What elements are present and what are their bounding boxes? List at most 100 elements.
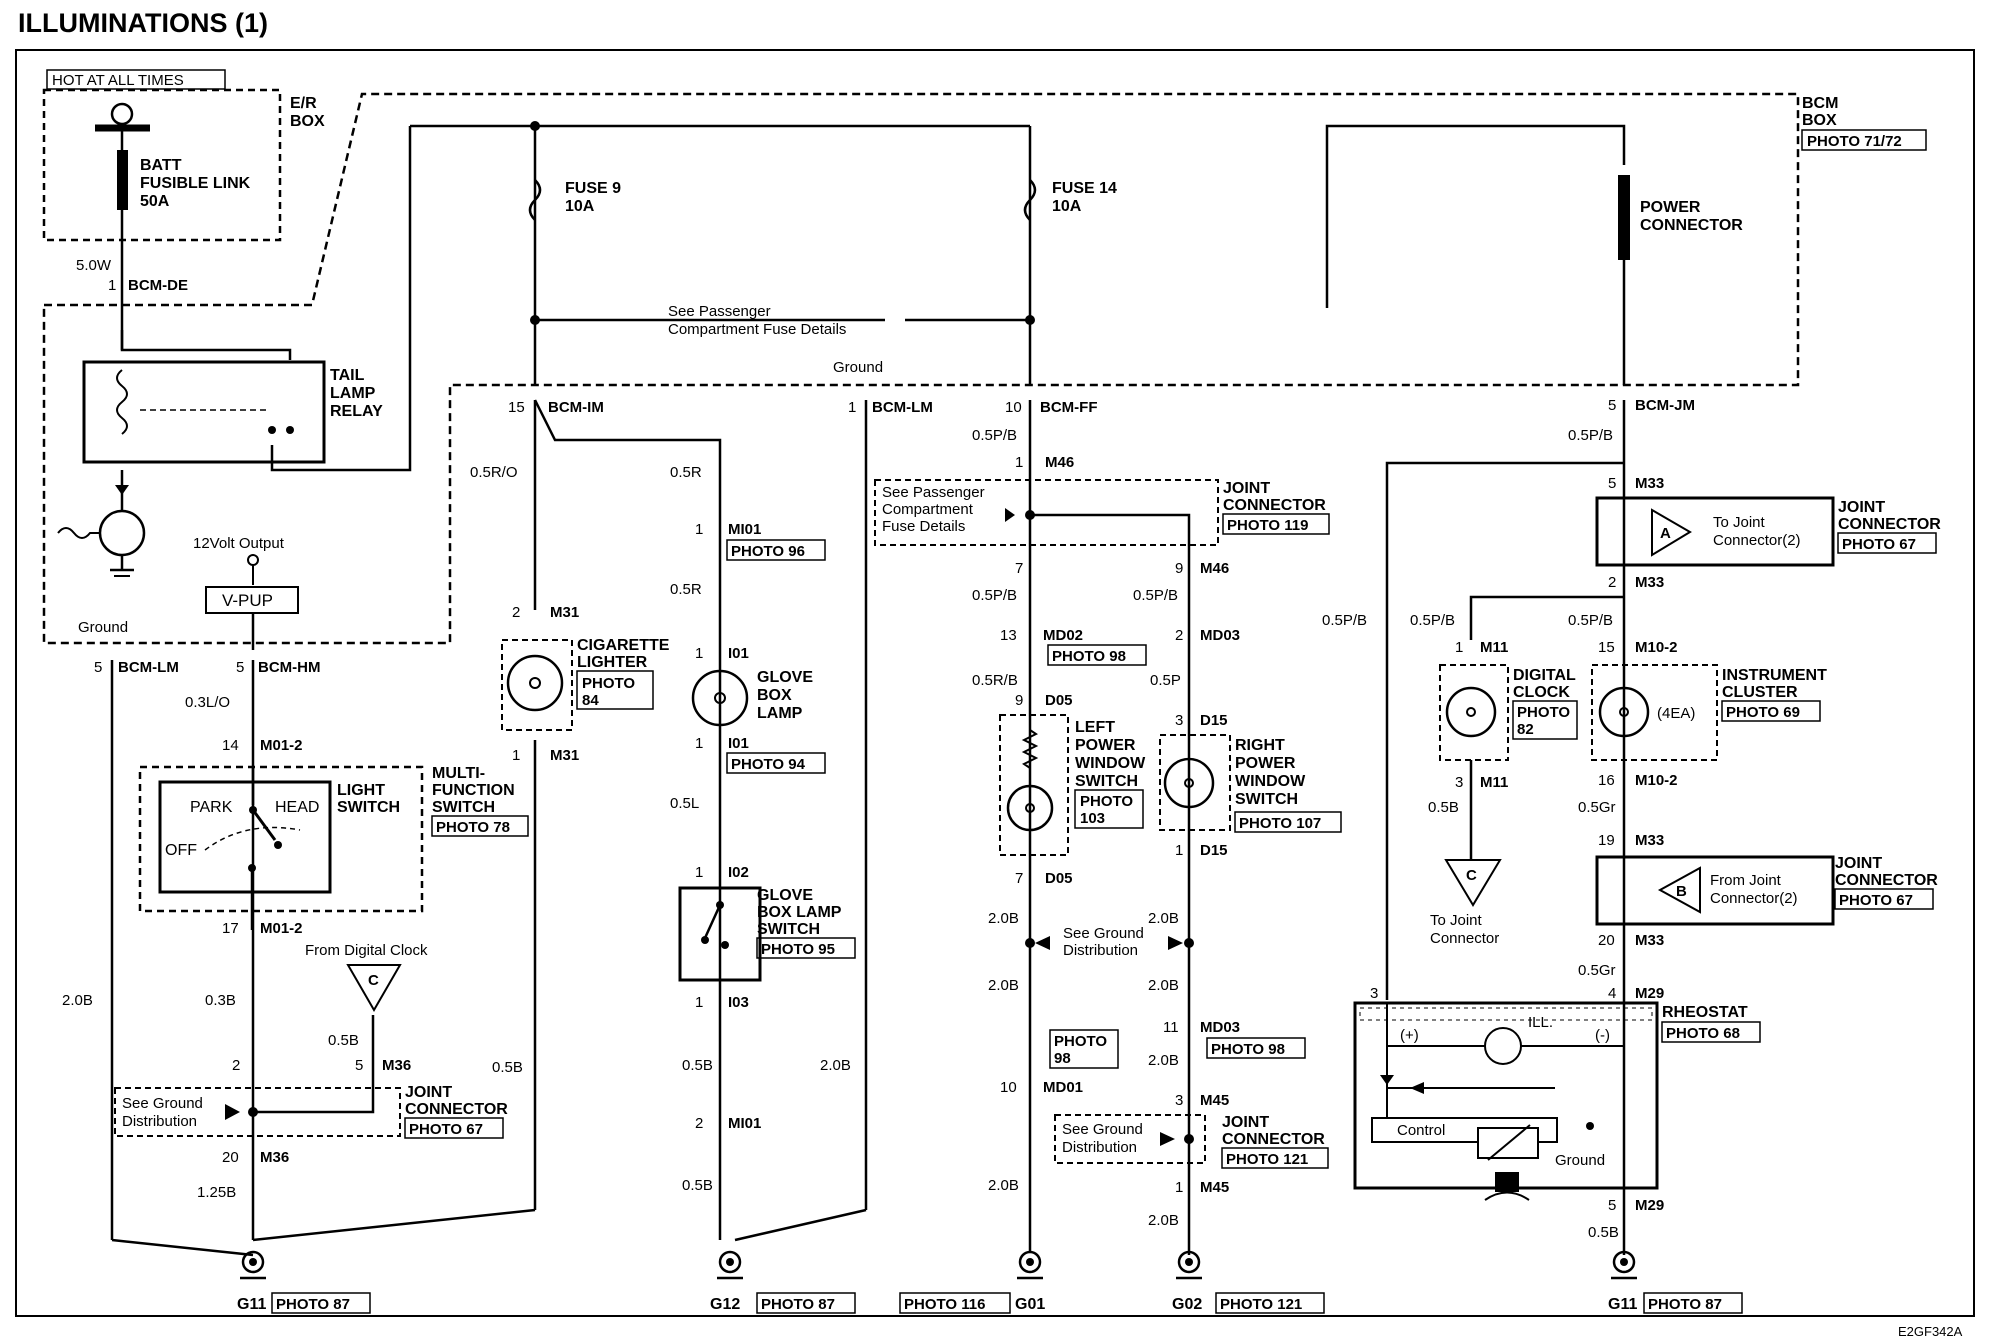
- svg-text:I03: I03: [728, 994, 749, 1011]
- fuse-14: FUSE 14 10A: [1023, 179, 1117, 221]
- svg-text:CONNECTOR: CONNECTOR: [1835, 872, 1938, 889]
- svg-text:0.5R: 0.5R: [670, 581, 702, 598]
- joint-connector-b: [1595, 855, 1835, 926]
- svg-text:5: 5: [94, 659, 102, 676]
- connector-labels: BCM-DE 1 5.0W 15 BCM-IM 1 BCM-LM 10 BCM-…: [62, 257, 1695, 1241]
- svg-text:1: 1: [108, 277, 116, 294]
- svg-text:10: 10: [1000, 1079, 1017, 1096]
- svg-text:BCM-FF: BCM-FF: [1040, 399, 1097, 416]
- svg-text:5: 5: [1608, 397, 1616, 414]
- diagram-title: ILLUMINATIONS (1): [18, 8, 268, 38]
- svg-text:M33: M33: [1635, 932, 1664, 949]
- left-power-window-switch-outline: [999, 714, 1069, 856]
- svg-text:D15: D15: [1200, 712, 1228, 729]
- svg-text:M10-2: M10-2: [1635, 772, 1678, 789]
- svg-text:BOX: BOX: [1802, 112, 1837, 129]
- svg-text:DIGITAL: DIGITAL: [1513, 667, 1576, 684]
- svg-text:20: 20: [1598, 932, 1615, 949]
- svg-text:SWITCH: SWITCH: [1075, 773, 1138, 790]
- svg-text:BCM-LM: BCM-LM: [118, 659, 179, 676]
- svg-text:I02: I02: [728, 864, 749, 881]
- svg-text:1: 1: [695, 735, 703, 752]
- svg-text:82: 82: [1517, 721, 1534, 738]
- svg-text:WINDOW: WINDOW: [1075, 755, 1146, 772]
- svg-text:CLUSTER: CLUSTER: [1722, 684, 1798, 701]
- svg-text:C: C: [368, 972, 379, 989]
- svg-text:11: 11: [1163, 1019, 1179, 1036]
- svg-text:0.5R/B: 0.5R/B: [972, 672, 1018, 689]
- svg-text:MULTI-: MULTI-: [432, 765, 485, 782]
- svg-text:2.0B: 2.0B: [62, 992, 93, 1009]
- svg-text:0.3B: 0.3B: [205, 992, 236, 1009]
- svg-text:RIGHT: RIGHT: [1235, 737, 1285, 754]
- power-connector: POWER CONNECTOR: [1618, 175, 1743, 260]
- svg-text:0.5P/B: 0.5P/B: [1322, 612, 1367, 629]
- svg-text:CONNECTOR: CONNECTOR: [405, 1101, 508, 1118]
- right-power-window-lamp-icon: [1163, 757, 1215, 809]
- ground-g11-left: G11 PHOTO 87: [237, 1250, 371, 1314]
- svg-text:M11: M11: [1480, 639, 1508, 656]
- svg-text:PHOTO 68: PHOTO 68: [1666, 1025, 1740, 1042]
- illumination-lamp-icon: [1484, 1027, 1522, 1065]
- svg-text:BCM-HM: BCM-HM: [258, 659, 320, 676]
- svg-text:CIGARETTE: CIGARETTE: [577, 637, 670, 654]
- svg-text:WINDOW: WINDOW: [1235, 773, 1306, 790]
- glove-box-lamp-switch: [678, 886, 762, 982]
- svg-text:MI01: MI01: [728, 1115, 761, 1132]
- svg-text:MI01: MI01: [728, 521, 761, 538]
- diagram-frame: [15, 49, 1975, 1317]
- svg-text:3: 3: [1175, 1092, 1183, 1109]
- svg-text:19: 19: [1598, 832, 1615, 849]
- svg-text:CLOCK: CLOCK: [1513, 684, 1570, 701]
- svg-text:2.0B: 2.0B: [988, 1177, 1019, 1194]
- svg-text:12Volt Output: 12Volt Output: [193, 535, 285, 552]
- svg-text:2: 2: [1608, 574, 1616, 591]
- svg-text:9: 9: [1015, 692, 1023, 709]
- svg-text:LAMP: LAMP: [757, 705, 803, 722]
- svg-text:M46: M46: [1045, 454, 1074, 471]
- svg-text:BOX: BOX: [757, 687, 792, 704]
- svg-text:0.5B: 0.5B: [682, 1057, 713, 1074]
- svg-text:BOX: BOX: [290, 113, 325, 130]
- svg-text:PHOTO 98: PHOTO 98: [1052, 648, 1126, 665]
- svg-text:Distribution: Distribution: [1063, 942, 1138, 959]
- svg-text:HEAD: HEAD: [275, 799, 319, 816]
- connector-c-triangle: [346, 964, 402, 1012]
- fusible-link-icon: [117, 150, 128, 210]
- svg-text:16: 16: [1598, 772, 1615, 789]
- svg-text:50A: 50A: [140, 193, 170, 210]
- svg-text:PHOTO 98: PHOTO 98: [1211, 1041, 1285, 1058]
- svg-text:2: 2: [232, 1057, 240, 1074]
- svg-text:0.5P: 0.5P: [1150, 672, 1181, 689]
- battery-terminal-icon: [110, 102, 134, 126]
- svg-text:M46: M46: [1200, 560, 1229, 577]
- svg-text:GLOVE: GLOVE: [757, 887, 813, 904]
- svg-text:0.5P/B: 0.5P/B: [1410, 612, 1455, 629]
- svg-text:M31: M31: [550, 604, 579, 621]
- svg-text:MD03: MD03: [1200, 1019, 1240, 1036]
- svg-text:9: 9: [1175, 560, 1183, 577]
- joint-connector-m46: [874, 479, 1219, 546]
- svg-text:G12: G12: [710, 1296, 740, 1313]
- wiring: [110, 124, 1626, 1257]
- svg-text:0.5P/B: 0.5P/B: [972, 427, 1017, 444]
- svg-text:(+): (+): [1400, 1027, 1419, 1044]
- fuse-9: FUSE 9 10A: [528, 179, 621, 221]
- svg-text:To Joint: To Joint: [1713, 514, 1766, 531]
- svg-text:(-): (-): [1595, 1027, 1610, 1044]
- hot-at-all-times-label: [46, 69, 226, 90]
- svg-text:M01-2: M01-2: [260, 920, 303, 937]
- svg-text:From Digital Clock: From Digital Clock: [305, 942, 428, 959]
- svg-text:G01: G01: [1015, 1296, 1045, 1313]
- svg-text:5: 5: [236, 659, 244, 676]
- svg-text:SWITCH: SWITCH: [1235, 791, 1298, 808]
- svg-text:5: 5: [1608, 1197, 1616, 1214]
- svg-text:1: 1: [695, 994, 703, 1011]
- svg-text:1: 1: [695, 864, 703, 881]
- svg-text:SWITCH: SWITCH: [757, 921, 820, 938]
- svg-text:PHOTO 67: PHOTO 67: [409, 1121, 483, 1138]
- svg-text:Ground: Ground: [78, 619, 128, 636]
- digital-clock-lamp-icon: [1445, 686, 1497, 738]
- svg-text:PHOTO 121: PHOTO 121: [1220, 1296, 1302, 1313]
- svg-text:HOT AT ALL TIMES: HOT AT ALL TIMES: [52, 72, 184, 89]
